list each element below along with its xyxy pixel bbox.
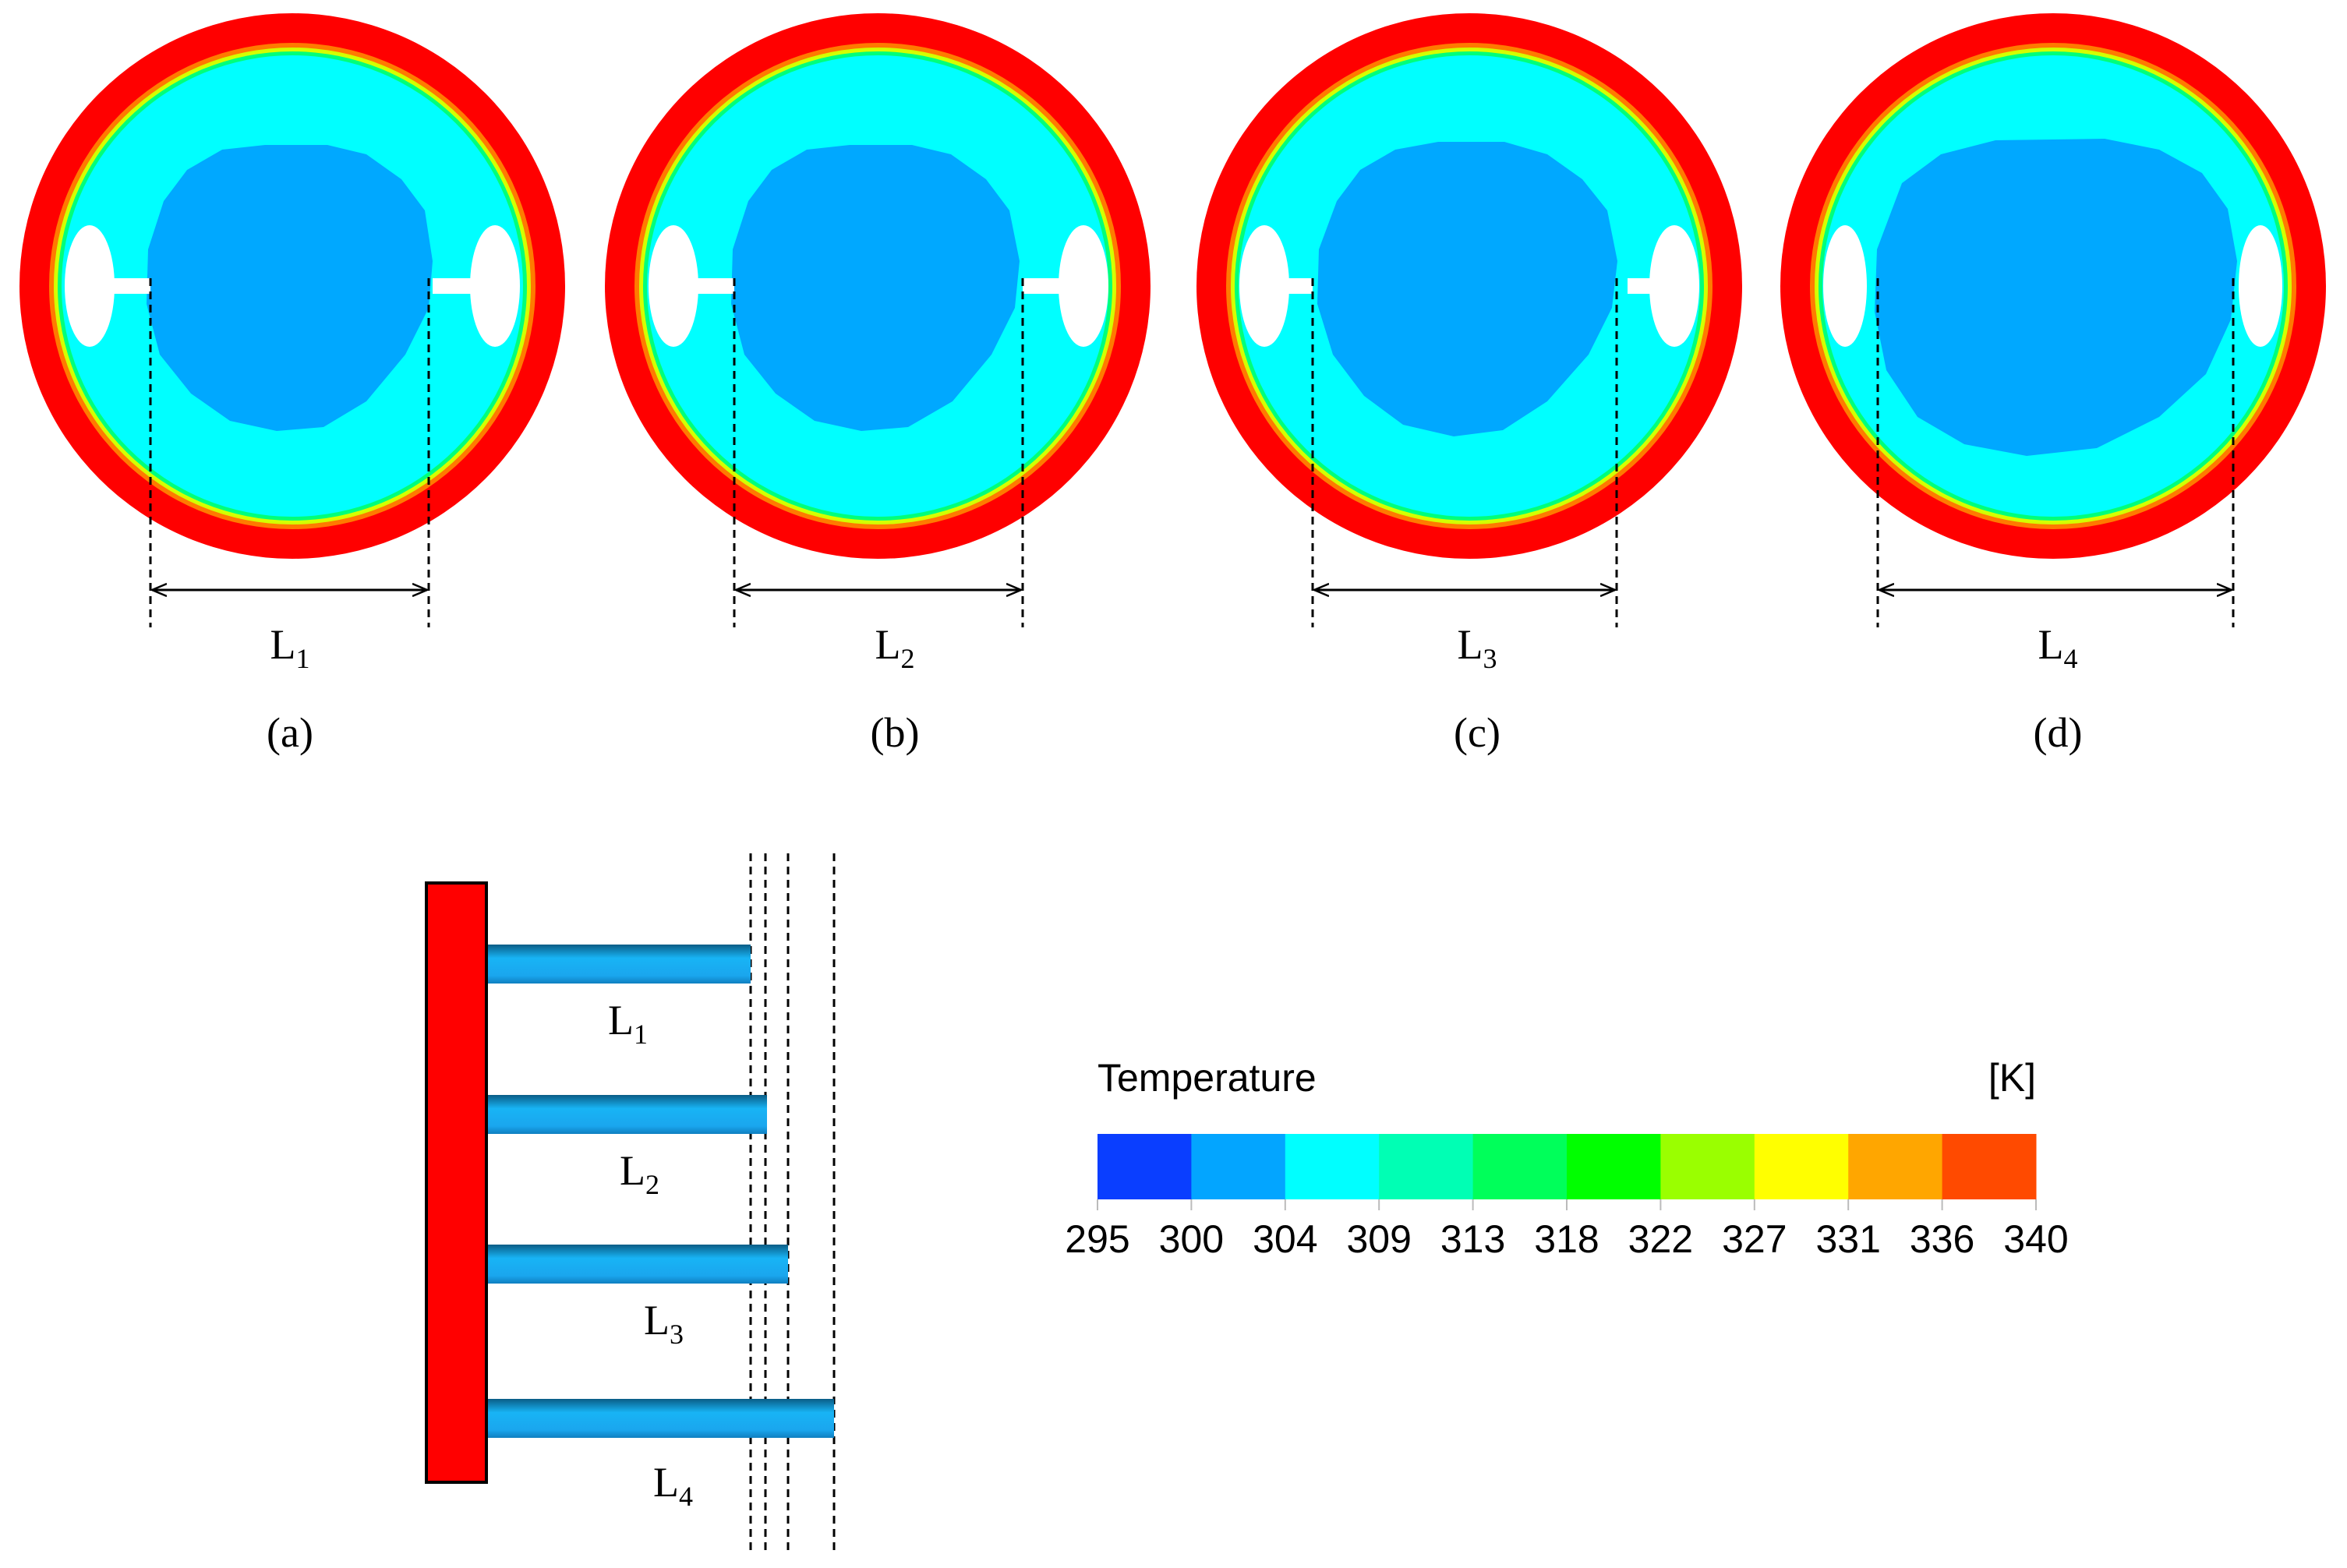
cold-core-region [1317, 142, 1617, 436]
fin-1-label: L1 [608, 997, 648, 1050]
panel-d: L4 (d) [1780, 13, 2326, 756]
legend-swatch [1942, 1134, 2037, 1199]
hot-wall [425, 881, 488, 1484]
legend-swatch [1191, 1134, 1286, 1199]
fin-2-label: L2 [620, 1147, 659, 1200]
legend-tick-label: 304 [1253, 1217, 1317, 1261]
panel-caption: (a) [267, 709, 313, 756]
panel-a: L1 (a) [19, 13, 565, 756]
legend-tick-label: 336 [1910, 1217, 1974, 1261]
legend-swatch [1754, 1134, 1849, 1199]
cold-core-region [731, 145, 1020, 431]
left-fin-stub [673, 278, 734, 294]
cold-core-region [147, 145, 433, 431]
legend-tick-label: 327 [1722, 1217, 1787, 1261]
panel-c: L3 (c) [1196, 13, 1742, 756]
legend-tick-label: 309 [1346, 1217, 1411, 1261]
panel-caption: (b) [871, 709, 920, 756]
cold-core-region [1875, 139, 2237, 456]
temperature-legend: Temperature [K] 295 300 304 309 313 318 322 327… [1065, 1056, 2068, 1261]
legend-tick-label: 318 [1534, 1217, 1599, 1261]
length-label: L3 [1458, 621, 1497, 674]
legend-tick-label: 295 [1065, 1217, 1129, 1261]
length-label: L4 [2038, 621, 2078, 674]
right-fin-stub [433, 278, 495, 294]
legend-tick-label: 322 [1628, 1217, 1693, 1261]
left-fin-stub [1264, 278, 1313, 294]
legend-swatch [1660, 1134, 1755, 1199]
legend-ticks: 295 300 304 309 313 318 322 327 331 336 340 [1065, 1199, 2069, 1261]
legend-tick-label: 340 [2003, 1217, 2068, 1261]
panel-caption: (d) [2034, 709, 2083, 756]
fin-2 [486, 1095, 767, 1134]
right-fin-stub [1023, 278, 1083, 294]
legend-swatch [1285, 1134, 1380, 1199]
left-cavity [1823, 225, 1867, 347]
side-view-schematic: L1 L2 L3 L4 [425, 853, 836, 1555]
right-fin-stub [1628, 278, 1674, 294]
legend-swatch [1472, 1134, 1568, 1199]
length-label: L1 [270, 621, 310, 674]
legend-swatches [1098, 1134, 2037, 1199]
legend-unit: [K] [1988, 1056, 2036, 1100]
legend-swatch [1379, 1134, 1474, 1199]
left-fin-stub [90, 278, 150, 294]
legend-title: Temperature [1098, 1056, 1317, 1100]
panel-b: L2 (b) [605, 13, 1151, 756]
legend-swatch [1098, 1134, 1192, 1199]
legend-tick-label: 313 [1440, 1217, 1505, 1261]
fin-4-label: L4 [653, 1459, 693, 1512]
fin-1 [486, 945, 751, 984]
fin-3 [486, 1245, 788, 1284]
fin-3-label: L3 [644, 1297, 684, 1350]
fin-4 [486, 1399, 834, 1438]
legend-swatch [1567, 1134, 1661, 1199]
legend-swatch [1848, 1134, 1943, 1199]
right-cavity [2239, 225, 2282, 347]
legend-tick-label: 300 [1159, 1217, 1224, 1261]
panel-caption: (c) [1454, 709, 1500, 756]
length-label: L2 [875, 621, 915, 674]
legend-tick-label: 331 [1815, 1217, 1880, 1261]
